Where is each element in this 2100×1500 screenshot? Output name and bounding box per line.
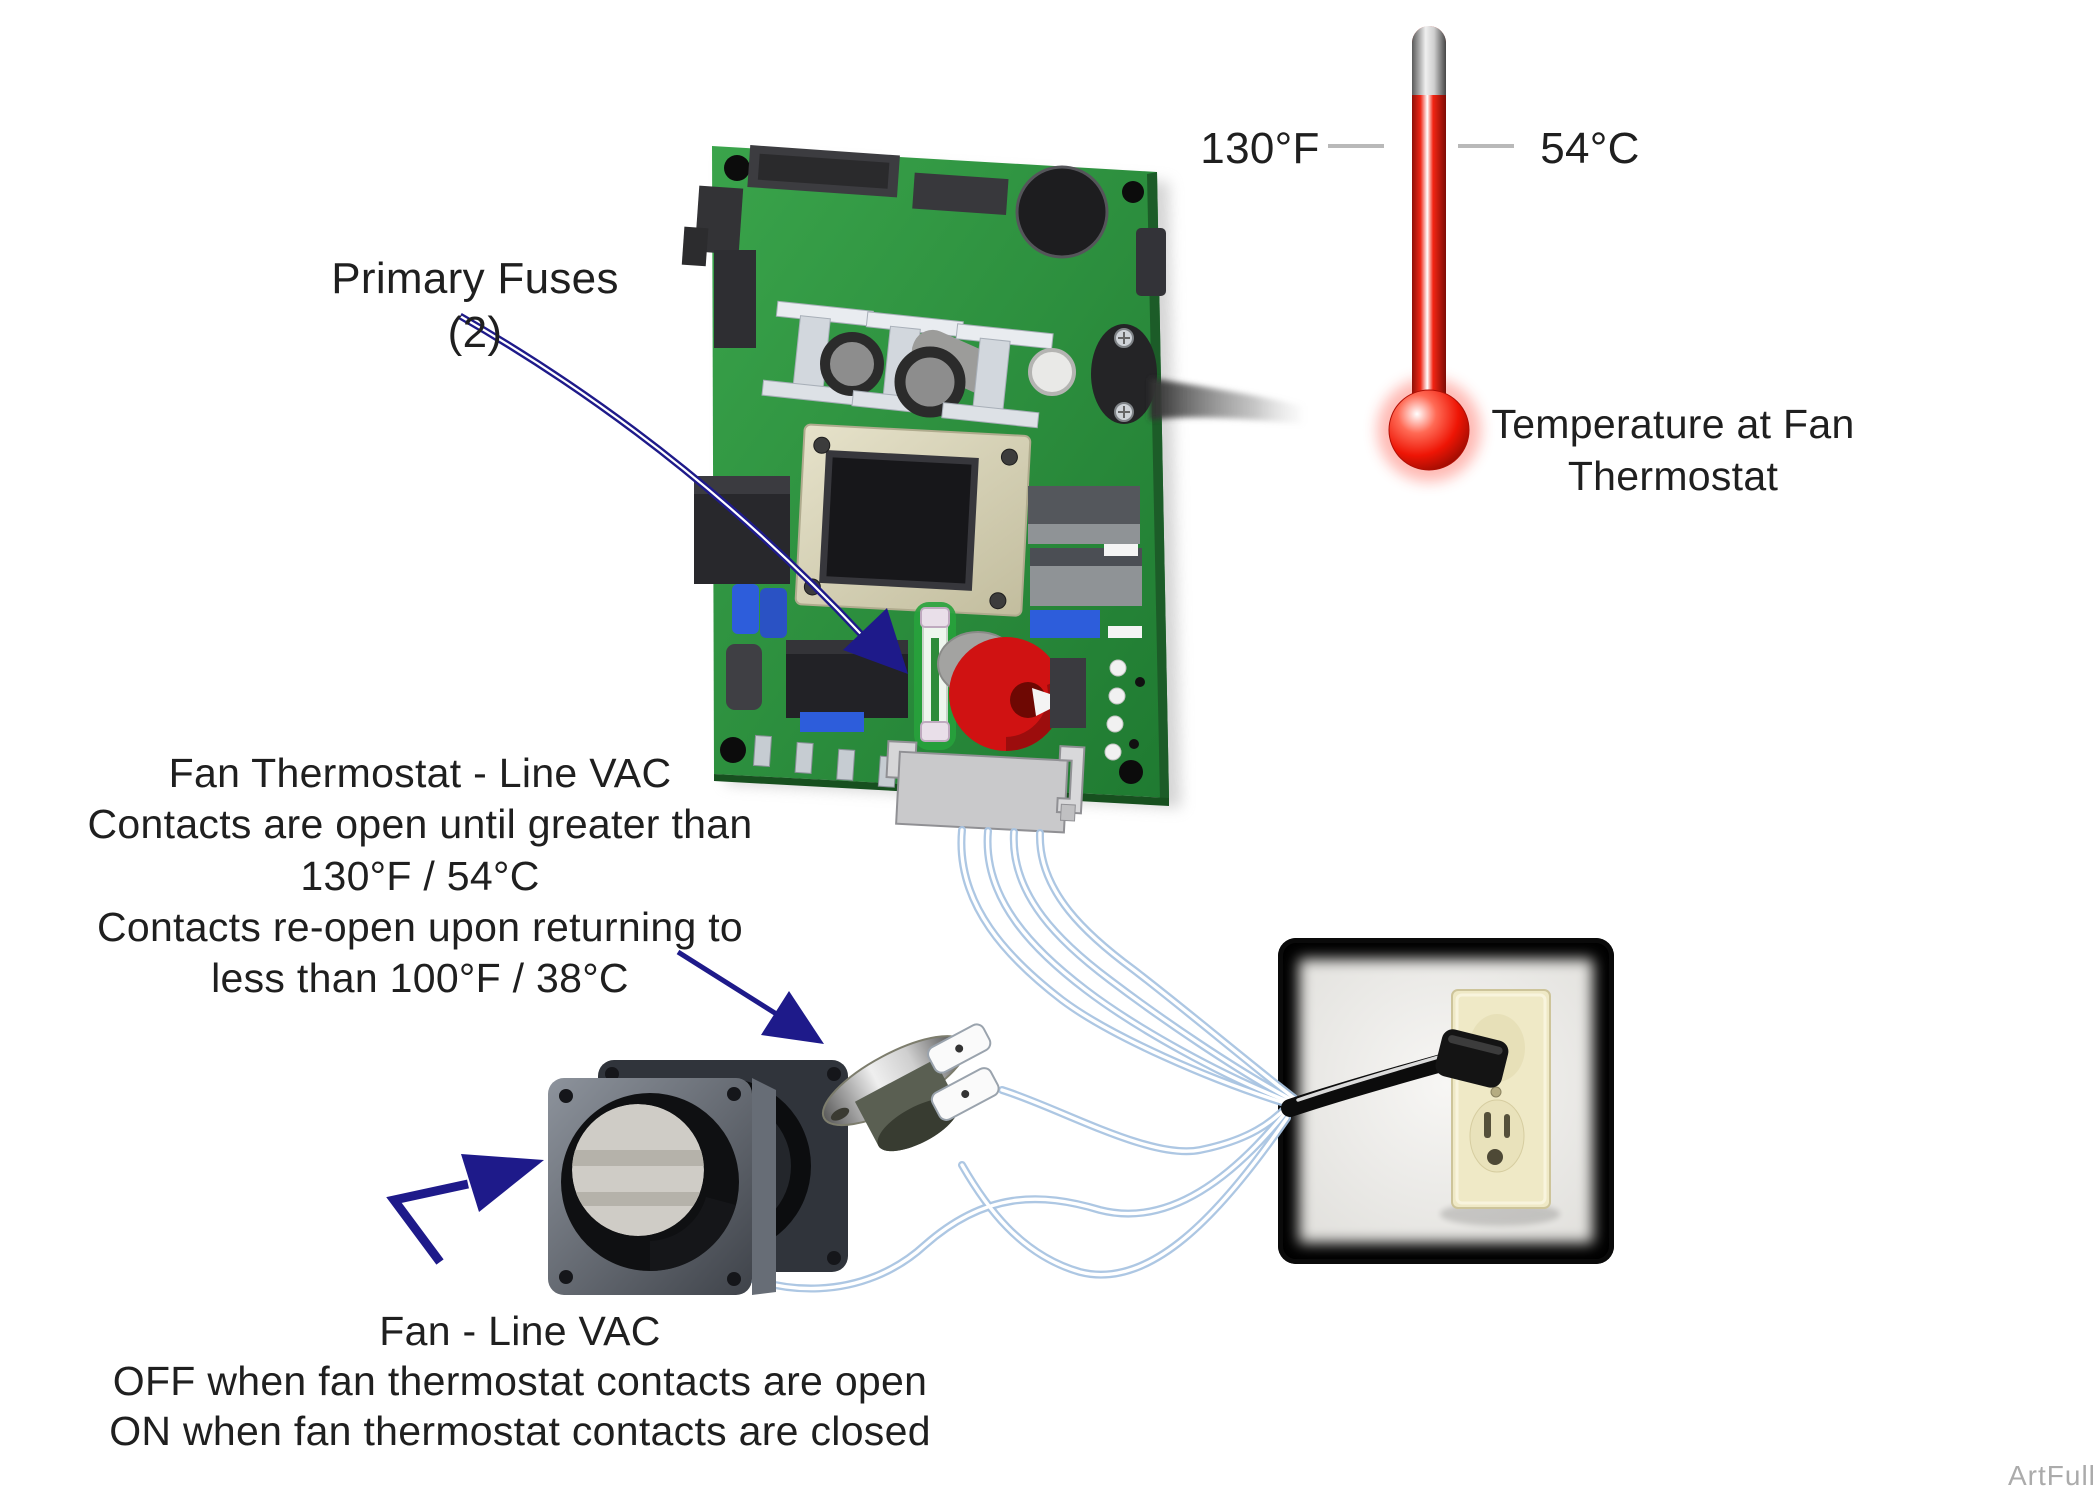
fan-arrow (386, 1154, 544, 1265)
pcb-hole (720, 737, 746, 763)
pcb-edge-right (1147, 172, 1169, 799)
thermometer-fahrenheit-label: 130°F (1200, 124, 1320, 173)
thermometer-tube (1412, 26, 1446, 436)
pcb-cylinder-end (1028, 348, 1076, 396)
pcb-relay-face (1028, 524, 1140, 544)
pcb-capacitor (820, 332, 884, 396)
plug-body (1435, 1029, 1509, 1088)
pcb-part (1136, 228, 1166, 296)
pcb-blue-part (1030, 610, 1100, 638)
pcb-wire-connector (885, 740, 1086, 834)
fuse-arrow (458, 312, 908, 674)
fan-hub (572, 1104, 704, 1236)
pcb-capacitor (894, 346, 966, 418)
thermometer-bulb (1388, 389, 1470, 471)
pcb-part (726, 644, 762, 710)
pcb-top-connectors (681, 145, 1009, 267)
pcb-blue-part (800, 712, 864, 732)
pcb-solder-pads (1104, 659, 1145, 761)
outlet-ground-hole (1487, 1149, 1503, 1165)
pcb-relay-top (694, 476, 790, 494)
pcb-blue-capacitor (732, 584, 759, 634)
pcb-blue-capacitor (760, 588, 787, 638)
pcb-part (714, 250, 756, 348)
outlet-plate (1451, 989, 1551, 1209)
thermometer-cap (1412, 26, 1446, 95)
artfull-watermark: ArtFull (2008, 1460, 2096, 1491)
pcb-transistor (1091, 324, 1157, 424)
fan-thermostat-note: Fan Thermostat - Line VAC Contacts are o… (87, 750, 753, 1001)
circuit-board-illustration (681, 145, 1302, 834)
outlet-socket-bottom (1469, 1099, 1525, 1173)
outlet-slot (1484, 1112, 1491, 1138)
fan-illustration (548, 1060, 848, 1295)
pcb-part (1050, 658, 1086, 728)
outlet-slot (1504, 1114, 1510, 1138)
power-cord-shadow (1150, 378, 1302, 424)
pcb-heatsink-row (761, 300, 1076, 429)
fan-note: Fan - Line VAC OFF when fan thermostat c… (109, 1308, 931, 1455)
thermometer-caption: Temperature at Fan Thermostat (1491, 401, 1855, 500)
pcb-bottom-pins (752, 734, 897, 788)
thermometer-icon (1328, 26, 1514, 482)
pcb-hole (1119, 760, 1143, 784)
primary-fuses-label: Primary Fuses (2) (275, 252, 675, 359)
fan-front (548, 1078, 776, 1295)
pcb-transformer (794, 423, 1032, 617)
primary-fuses-line1: Primary Fuses (331, 254, 619, 303)
power-plug (1281, 1029, 1509, 1117)
thermostat-illustration (821, 1023, 1000, 1152)
primary-fuses-line2: (2) (447, 307, 503, 357)
outlet-screw (1490, 1086, 1502, 1098)
pcb-hole (1122, 181, 1144, 203)
pcb-white-part (1108, 626, 1142, 638)
primary-fuse (914, 602, 956, 750)
thermometer-celsius-label: 54°C (1540, 124, 1640, 173)
pcb-capacitor-large (1015, 165, 1109, 259)
pcb-hole (724, 155, 750, 181)
pcb-white-part (1104, 544, 1138, 556)
thermostat-arrow (676, 949, 824, 1044)
